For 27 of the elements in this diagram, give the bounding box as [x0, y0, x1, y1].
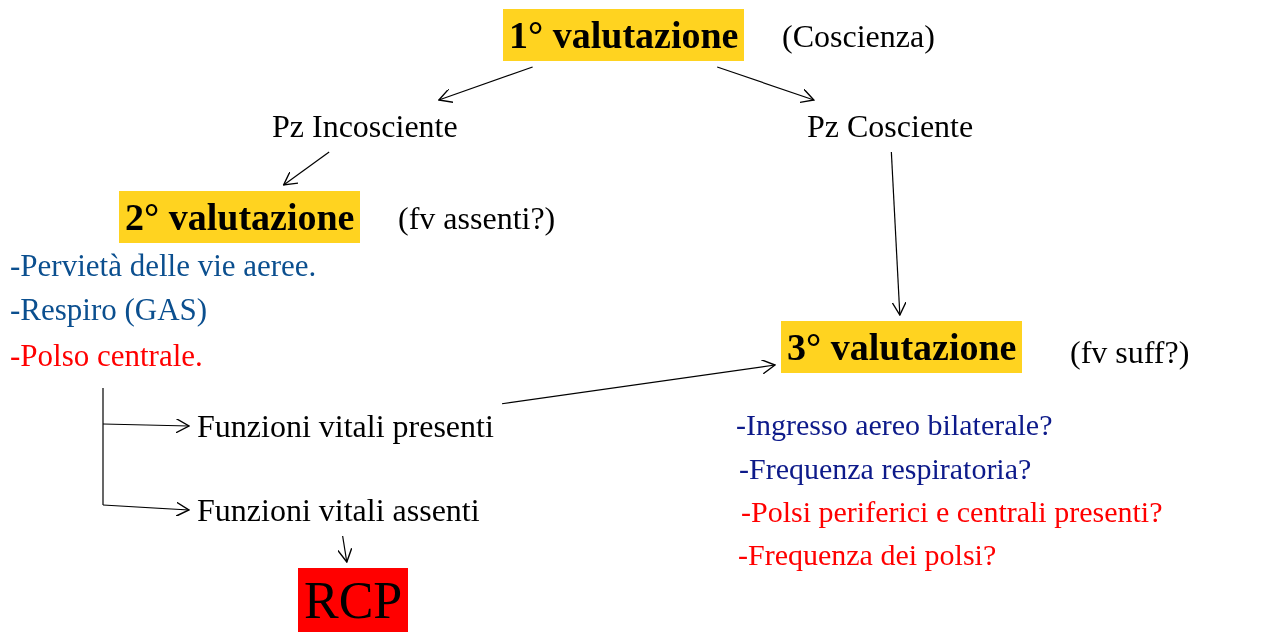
checklist-item: -Frequenza dei polsi?: [738, 540, 997, 570]
arrow: [282, 151, 330, 186]
highlighted-heading: 3° valutazione: [781, 321, 1023, 373]
checklist-item: -Polsi periferici e centrali presenti?: [741, 497, 1163, 527]
note-text: (fv suff?): [1070, 336, 1190, 368]
arrow: [716, 66, 815, 104]
arrow: [337, 535, 353, 563]
step-text: Pz Cosciente: [805, 106, 976, 146]
step-text: Funzioni vitali presenti: [195, 406, 496, 446]
checklist-item: -Frequenza respiratoria?: [739, 454, 1032, 484]
checklist-item: -Polso centrale.: [10, 340, 203, 371]
arrow: [102, 418, 190, 434]
step-text: Funzioni vitali assenti: [195, 490, 482, 530]
note-text: (fv assenti?): [398, 202, 556, 234]
highlighted-heading: 2° valutazione: [119, 191, 361, 243]
step-text: Pz Incosciente: [270, 106, 460, 146]
checklist-item: -Ingresso aereo bilaterale?: [736, 410, 1053, 440]
arrow: [890, 151, 907, 316]
arrow: [102, 501, 190, 517]
checklist-item: -Respiro (GAS): [10, 294, 208, 325]
arrow: [501, 359, 776, 405]
highlighted-heading: 1° valutazione: [503, 9, 745, 61]
alert-box: RCP: [298, 568, 409, 632]
bracket-line: [102, 387, 104, 506]
checklist-item: -Pervietà delle vie aeree.: [10, 250, 317, 281]
note-text: (Coscienza): [782, 20, 935, 52]
arrow: [438, 66, 534, 104]
